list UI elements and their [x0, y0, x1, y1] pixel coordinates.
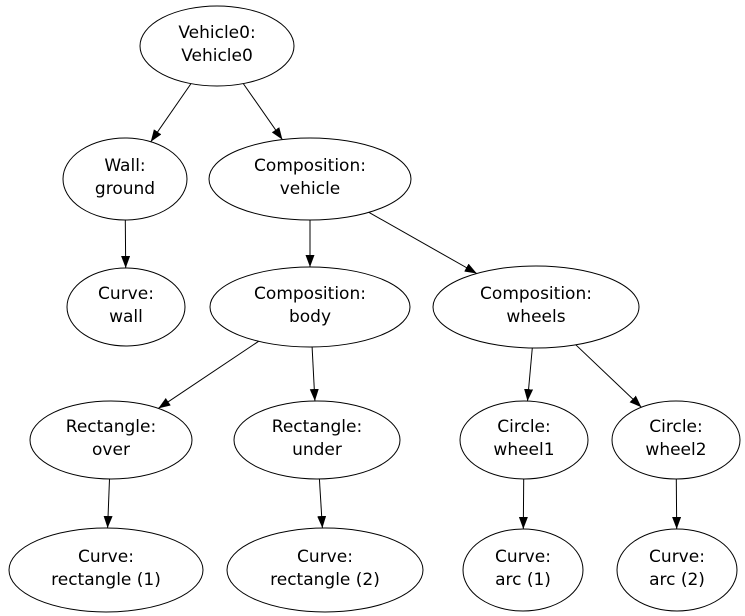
node-ellipse — [62, 137, 188, 221]
node-ellipse — [209, 266, 411, 348]
node-composition-vehicle: Composition: vehicle — [208, 137, 412, 221]
edge-line — [103, 478, 113, 529]
node-ellipse — [459, 400, 589, 480]
edge-composition-body-to-rectangle-under — [309, 346, 319, 402]
composition-wheels-label-line1: Composition: — [480, 284, 592, 304]
node-ellipse — [208, 137, 412, 221]
node-ellipse — [29, 400, 193, 480]
circle-wheel1-label-line2: wheel1 — [493, 440, 554, 460]
node-curve-rectangle-2: Curve: rectangle (2) — [226, 527, 424, 613]
node-ellipse — [66, 267, 186, 347]
edge-line — [524, 347, 534, 402]
node-wall-ground: Wall: ground — [62, 137, 188, 221]
node-curve-wall: Curve: wall — [66, 267, 186, 347]
edge-composition-vehicle-to-composition-wheels — [368, 211, 478, 274]
composition-body-label-line1: Composition: — [254, 284, 366, 304]
edge-line — [575, 344, 642, 408]
rectangle-over-label-line1: Rectangle: — [66, 417, 156, 437]
curve-rectangle-1-label-line2: rectangle (1) — [51, 570, 161, 590]
wall-ground-label-line1: Wall: — [104, 156, 145, 176]
node-ellipse — [233, 400, 401, 480]
edge-line — [309, 346, 319, 402]
edge-line — [150, 83, 192, 142]
curve-arc-1-label-line2: arc (1) — [495, 570, 551, 590]
circle-wheel2-label-line2: wheel2 — [645, 440, 706, 460]
edge-rectangle-under-to-curve-rectangle-2 — [317, 478, 327, 529]
node-ellipse — [616, 528, 738, 612]
curve-wall-label-line1: Curve: — [98, 284, 154, 304]
composition-wheels-label-line2: wheels — [506, 307, 565, 327]
composition-body-label-line2: body — [289, 307, 331, 327]
curve-arc-2-label-line1: Curve: — [649, 547, 705, 567]
edge-composition-body-to-rectangle-over — [158, 340, 259, 409]
edge-line — [242, 83, 283, 140]
node-ellipse — [139, 5, 295, 87]
edge-line — [368, 211, 478, 274]
curve-rectangle-2-label-line2: rectangle (2) — [270, 570, 380, 590]
curve-rectangle-1-label-line1: Curve: — [78, 547, 134, 567]
node-vehicle0: Vehicle0: Vehicle0 — [139, 5, 295, 87]
rectangle-over-label-line2: over — [92, 440, 130, 460]
vehicle0-label-line2: Vehicle0 — [181, 46, 253, 66]
edge-rectangle-over-to-curve-rectangle-1 — [103, 478, 113, 529]
rectangle-under-label-line1: Rectangle: — [272, 417, 362, 437]
node-curve-rectangle-1: Curve: rectangle (1) — [8, 527, 204, 613]
node-composition-body: Composition: body — [209, 266, 411, 348]
circle-wheel2-label-line1: Circle: — [649, 417, 702, 437]
node-ellipse — [8, 527, 204, 613]
curve-wall-label-line2: wall — [109, 307, 143, 327]
vehicle0-label-line1: Vehicle0: — [178, 23, 255, 43]
edge-composition-wheels-to-circle-wheel2 — [575, 344, 642, 408]
node-ellipse — [611, 400, 741, 480]
wall-ground-label-line2: ground — [95, 179, 155, 199]
curve-rectangle-2-label-line1: Curve: — [297, 547, 353, 567]
node-rectangle-over: Rectangle: over — [29, 400, 193, 480]
composition-vehicle-label-line2: vehicle — [280, 179, 341, 199]
curve-arc-2-label-line2: arc (2) — [649, 570, 705, 590]
edge-line — [158, 340, 259, 409]
node-curve-arc-2: Curve: arc (2) — [616, 528, 738, 612]
node-curve-arc-1: Curve: arc (1) — [462, 528, 584, 612]
node-ellipse — [432, 265, 640, 349]
edge-composition-wheels-to-circle-wheel1 — [524, 347, 534, 402]
node-ellipse — [226, 527, 424, 613]
nodes-layer: Vehicle0:Vehicle0Wall:groundComposition:… — [8, 5, 741, 613]
node-rectangle-under: Rectangle: under — [233, 400, 401, 480]
rectangle-under-label-line2: under — [292, 440, 342, 460]
node-circle-wheel1: Circle: wheel1 — [459, 400, 589, 480]
edges-layer — [103, 83, 682, 530]
edge-line — [317, 478, 327, 529]
edge-vehicle0-to-composition-vehicle — [242, 83, 283, 140]
node-circle-wheel2: Circle: wheel2 — [611, 400, 741, 480]
edge-vehicle0-to-wall-ground — [150, 83, 192, 142]
curve-arc-1-label-line1: Curve: — [495, 547, 551, 567]
composition-vehicle-label-line1: Composition: — [254, 156, 366, 176]
node-ellipse — [462, 528, 584, 612]
circle-wheel1-label-line1: Circle: — [497, 417, 550, 437]
node-composition-wheels: Composition: wheels — [432, 265, 640, 349]
